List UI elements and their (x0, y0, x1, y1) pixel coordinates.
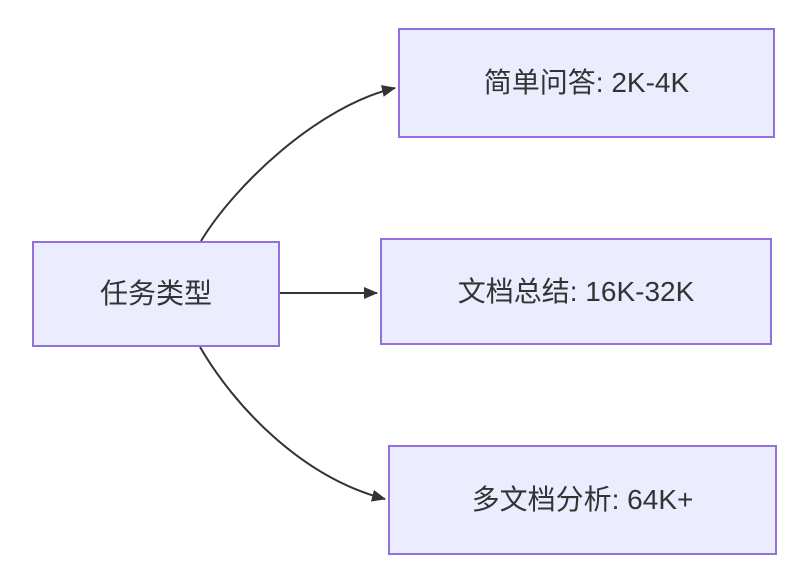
node-multi-doc-label: 多文档分析: 64K+ (471, 484, 694, 516)
node-task-type: 任务类型 (32, 241, 280, 347)
edge-to-simple-qa (200, 85, 396, 242)
node-simple-qa: 简单问答: 2K-4K (398, 28, 775, 138)
node-multi-doc: 多文档分析: 64K+ (388, 445, 777, 555)
node-task-type-label: 任务类型 (99, 278, 212, 310)
node-doc-summary-label: 文档总结: 16K-32K (457, 275, 695, 307)
node-simple-qa-label: 简单问答: 2K-4K (483, 67, 690, 99)
edge-to-multi-doc (199, 346, 386, 502)
node-doc-summary: 文档总结: 16K-32K (380, 238, 772, 345)
